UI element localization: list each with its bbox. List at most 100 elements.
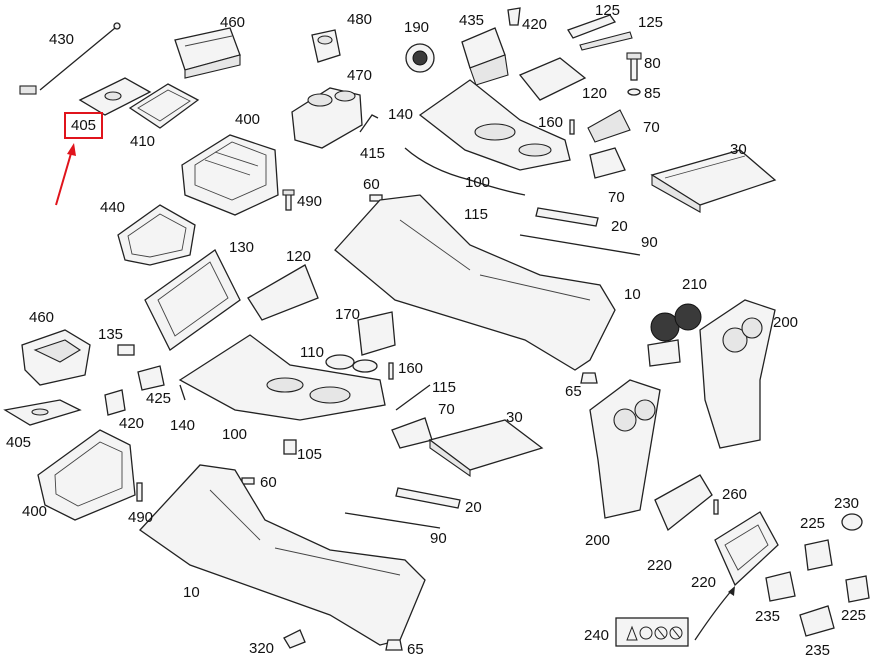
label-125-a: 125: [595, 2, 621, 19]
part-65-lower: [385, 639, 403, 651]
part-225-lower: [845, 575, 870, 603]
label-70-top: 70: [643, 119, 660, 136]
part-80-bolt: [626, 52, 642, 96]
label-90-top: 90: [641, 234, 658, 251]
part-480: [311, 29, 341, 63]
part-430-cable: [19, 22, 121, 95]
part-200-lower: [589, 379, 661, 519]
part-240-warning-label: [615, 617, 689, 647]
label-105: 105: [297, 446, 323, 463]
part-405-lower: [3, 399, 82, 426]
label-10-lower: 10: [183, 584, 200, 601]
part-435-lid: [461, 27, 509, 86]
label-225-upper: 225: [800, 515, 826, 532]
part-410-frame: [128, 83, 200, 129]
part-490-screw: [282, 189, 295, 211]
part-70-mid: [589, 147, 626, 179]
label-60-top: 60: [363, 176, 380, 193]
part-405-mat: [78, 77, 152, 116]
label-420-lower: 420: [119, 415, 145, 432]
label-200-upper: 200: [773, 314, 799, 331]
part-420-top: [507, 7, 521, 26]
part-135: [117, 344, 135, 356]
label-480: 480: [347, 11, 373, 28]
part-490-lower: [136, 482, 143, 502]
part-220-lower: [714, 511, 779, 587]
label-80: 80: [644, 55, 661, 72]
label-440: 440: [100, 199, 126, 216]
part-235-lower: [799, 605, 835, 637]
part-130-bezel: [144, 249, 241, 351]
label-190: 190: [404, 19, 430, 36]
part-65-upper: [580, 372, 598, 384]
label-200-lower: 200: [585, 532, 611, 549]
label-10-top: 10: [624, 286, 641, 303]
part-110: [325, 354, 378, 373]
label-490-top: 490: [297, 193, 323, 210]
label-130: 130: [229, 239, 255, 256]
label-240: 240: [584, 627, 610, 644]
label-320: 320: [249, 640, 275, 657]
part-140-lower: [179, 384, 186, 401]
part-60-top: [369, 194, 383, 202]
part-460-top: [174, 27, 241, 79]
part-210-vents: [647, 303, 702, 367]
part-440-frame: [117, 204, 196, 266]
label-160-top: 160: [538, 114, 564, 131]
label-170: 170: [335, 306, 361, 323]
label-235-upper: 235: [755, 608, 781, 625]
part-200-upper: [699, 299, 776, 449]
part-235-upper: [765, 571, 796, 602]
label-470: 470: [347, 67, 373, 84]
part-70-lower: [391, 417, 433, 449]
part-90-top: [519, 234, 641, 256]
part-30-top: [650, 149, 777, 213]
part-115-rod-top: [404, 147, 526, 196]
part-225-upper: [804, 539, 833, 571]
part-105: [283, 439, 297, 455]
part-420-lower: [104, 389, 126, 416]
label-425: 425: [146, 390, 172, 407]
part-160-70-top: [569, 109, 631, 143]
label-70-mid: 70: [608, 189, 625, 206]
label-140-lower: 140: [170, 417, 196, 434]
part-20-lower: [395, 487, 461, 509]
label-70-lower: 70: [438, 401, 455, 418]
label-410: 410: [130, 133, 156, 150]
label-135: 135: [98, 326, 124, 343]
part-220-upper: [654, 474, 713, 532]
label-20-top: 20: [611, 218, 628, 235]
part-160-mid: [388, 362, 394, 380]
label-220-upper: 220: [647, 557, 673, 574]
part-120-top: [518, 57, 587, 101]
part-125-strips: [567, 14, 633, 51]
label-125-b: 125: [638, 14, 664, 31]
part-460-lower: [21, 329, 91, 386]
part-400-lower: [37, 429, 136, 521]
part-100-top: [418, 79, 571, 171]
label-20-lower: 20: [465, 499, 482, 516]
label-460-lower: 460: [29, 309, 55, 326]
part-120-mid: [247, 264, 319, 321]
label-65-upper: 65: [565, 383, 582, 400]
label-490-lower: 490: [128, 509, 154, 526]
part-170: [357, 311, 396, 356]
label-120-top: 120: [582, 85, 608, 102]
part-30-mid: [428, 419, 544, 478]
label-160-mid: 160: [398, 360, 424, 377]
label-225-lower: 225: [841, 607, 867, 624]
part-415: [359, 114, 379, 133]
label-260: 260: [722, 486, 748, 503]
label-415: 415: [360, 145, 386, 162]
part-10-top: [334, 194, 616, 371]
label-210: 210: [682, 276, 708, 293]
label-100-top: 100: [465, 174, 491, 191]
label-435: 435: [459, 12, 485, 29]
label-405-lower: 405: [6, 434, 32, 451]
label-115-mid: 115: [432, 379, 456, 396]
part-425: [137, 365, 165, 391]
label-405-highlighted: 405: [64, 112, 104, 139]
label-235-lower: 235: [805, 642, 831, 659]
label-30-top: 30: [730, 141, 747, 158]
